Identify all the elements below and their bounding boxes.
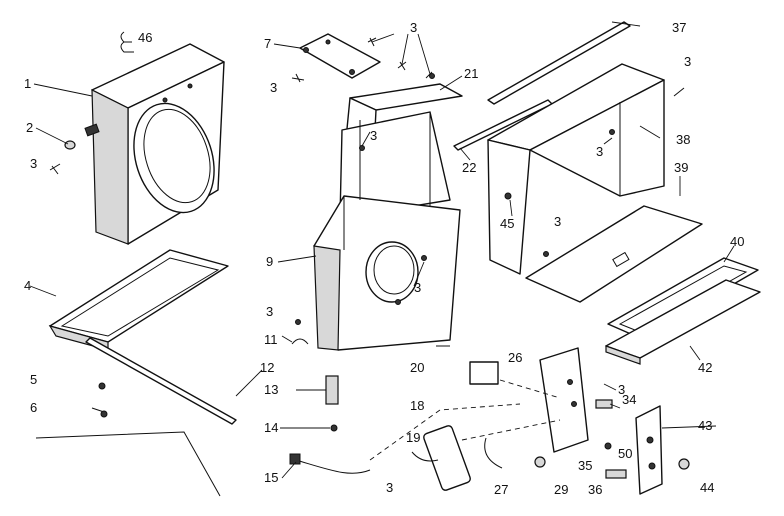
part-37-rod	[487, 21, 631, 105]
callout-42: 42	[698, 360, 712, 375]
callout-3: 3	[30, 156, 37, 171]
callout-40: 40	[730, 234, 744, 249]
inset-outline	[35, 431, 221, 497]
part-46-clip	[120, 31, 134, 53]
part-9-partition-panel	[313, 111, 461, 351]
callout-3: 3	[370, 128, 377, 143]
callout-18: 18	[410, 398, 424, 413]
part-6-fastener	[91, 407, 108, 418]
callout-21: 21	[464, 66, 478, 81]
part-14-fastener	[330, 424, 338, 432]
part-29-knob	[534, 456, 546, 468]
part-26-relay	[469, 361, 499, 385]
part-38-cabinet	[487, 63, 665, 275]
callout-3: 3	[410, 20, 417, 35]
callout-13: 13	[264, 382, 278, 397]
callout-1: 1	[24, 76, 31, 91]
callout-7: 7	[264, 36, 271, 51]
callout-50: 50	[618, 446, 632, 461]
callout-27: 27	[494, 482, 508, 497]
callout-39: 39	[674, 160, 688, 175]
callout-22: 22	[462, 160, 476, 175]
callout-labels: 1 2 3 46 4 5 6 7 3 3 21 3 9 3 3 11 12 13…	[24, 20, 744, 497]
part-44-knob	[678, 458, 690, 470]
callout-29: 29	[554, 482, 568, 497]
part-11-clip	[291, 338, 309, 345]
callout-3: 3	[414, 280, 421, 295]
part-3-screws-cabinet	[543, 87, 685, 257]
wiring-dashes	[369, 379, 561, 461]
callout-44: 44	[700, 480, 714, 495]
part-45-fastener	[504, 192, 512, 200]
part-7-bracket	[299, 33, 381, 79]
callout-46: 46	[138, 30, 152, 45]
part-4-drain-pan	[48, 249, 229, 351]
callout-20: 20	[410, 360, 424, 375]
part-18-capacitor	[423, 425, 471, 491]
part-13-bracket	[325, 375, 339, 405]
part-2-bushing	[64, 123, 100, 150]
part-15-power-cord	[289, 453, 371, 474]
callout-3: 3	[684, 54, 691, 69]
part-42-filter	[605, 279, 761, 365]
callout-3: 3	[386, 480, 393, 495]
part-3-screw-11	[295, 319, 301, 325]
callout-15: 15	[264, 470, 278, 485]
part-5-fastener	[98, 382, 106, 390]
callout-26: 26	[508, 350, 522, 365]
callout-4: 4	[24, 278, 31, 293]
part-19-wire	[411, 451, 439, 462]
callout-3: 3	[266, 304, 273, 319]
callout-14: 14	[264, 420, 278, 435]
part-12-rod	[85, 337, 237, 425]
callout-19: 19	[406, 430, 420, 445]
callout-5: 5	[30, 372, 37, 387]
callout-3: 3	[596, 144, 603, 159]
part-43-control-panel	[635, 405, 663, 495]
part-1-fan-shroud	[91, 43, 225, 245]
callout-11: 11	[264, 332, 278, 347]
callout-43: 43	[698, 418, 712, 433]
callout-12: 12	[260, 360, 274, 375]
part-3-screw-a	[49, 163, 61, 175]
leader-lines	[29, 21, 735, 479]
callout-45: 45	[500, 216, 514, 231]
callout-3: 3	[554, 214, 561, 229]
callout-9: 9	[266, 254, 273, 269]
callout-38: 38	[676, 132, 690, 147]
part-34-switch	[595, 399, 613, 409]
callout-6: 6	[30, 400, 37, 415]
part-50-fastener	[604, 442, 612, 450]
part-36-knob	[605, 469, 627, 479]
callout-37: 37	[672, 20, 686, 35]
callout-3: 3	[618, 382, 625, 397]
callout-34: 34	[622, 392, 636, 407]
callout-35: 35	[578, 458, 592, 473]
callout-2: 2	[26, 120, 33, 135]
callout-3: 3	[270, 80, 277, 95]
part-39-base-panel	[525, 205, 703, 303]
part-27-wire	[484, 437, 503, 469]
part-35-control-bracket	[539, 347, 589, 453]
callout-36: 36	[588, 482, 602, 497]
